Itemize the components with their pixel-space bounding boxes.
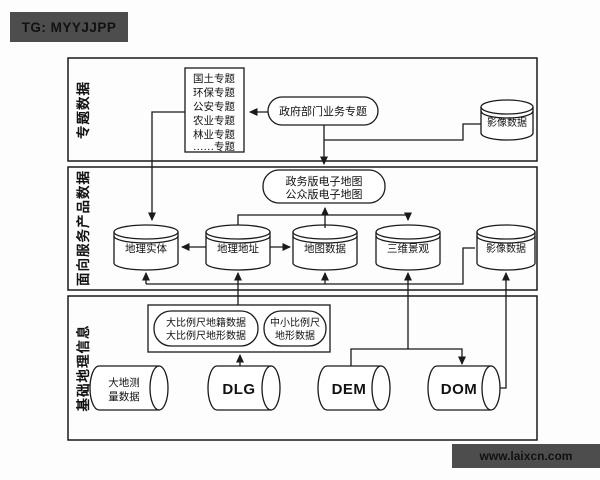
- basic-distribution-line: [146, 247, 475, 285]
- arrow-address-to-scene: [237, 212, 412, 225]
- large-scale-label: 大比例尺地籍数据大比例尺地形数据: [166, 316, 246, 342]
- imagery-db-top-label: 影像数据: [487, 116, 527, 129]
- topic-item: 林业专题: [193, 128, 235, 141]
- scene-db-cylinder: [375, 224, 441, 271]
- telegram-tag: TG: MYYJJPP: [10, 12, 128, 42]
- dom-db-cylinder: [427, 365, 501, 411]
- address-db-cylinder: [205, 224, 271, 271]
- imagery-db-mid-label: 影像数据: [486, 242, 526, 255]
- large-scale-data-box: [153, 310, 259, 347]
- mid-scale-label: 中小比例尺地形数据: [270, 316, 320, 342]
- thematic-section-box: [67, 57, 538, 162]
- entity-db-label: 地理实体: [125, 242, 167, 255]
- thematic-section-label: 专题数据: [75, 81, 91, 139]
- geodetic-db-cylinder: [89, 365, 169, 411]
- arrow-dom-to-imagery: [500, 272, 510, 389]
- arrow-dem-to-dom: [350, 348, 466, 366]
- dom-db-label: DOM: [441, 381, 478, 398]
- dlg-db-cylinder: [207, 365, 281, 411]
- emap-label: 政务版电子地图公众版电子地图: [286, 174, 363, 201]
- topic-list-box: [184, 67, 245, 153]
- dem-db-label: DEM: [332, 381, 367, 398]
- dlg-db-label: DLG: [222, 381, 255, 398]
- basic-geo-section-box: [67, 295, 538, 441]
- service-products-section-label: 面向服务产品数据: [75, 170, 91, 286]
- watermark-label: www.laixcn.com: [479, 449, 573, 463]
- geodetic-db-label: 大地测量数据: [108, 376, 140, 403]
- imagery-db-mid-cylinder: [476, 224, 536, 271]
- gov-business-box: [267, 96, 379, 126]
- topic-item: 环保专题: [193, 86, 235, 99]
- topic-item: 公安专题: [193, 100, 235, 113]
- telegram-tag-bg: [10, 12, 128, 42]
- map-db-cylinder: [292, 224, 358, 271]
- elbow-top-imagery: [324, 123, 481, 141]
- connector-lines: [142, 108, 510, 389]
- mid-scale-data-box: [263, 310, 327, 347]
- topic-item: 农业专题: [193, 114, 235, 127]
- basic-geo-section-label: 基础地理信息: [75, 325, 91, 412]
- address-db-label: 地理地址: [217, 242, 259, 255]
- arrow-topics-to-entity: [148, 111, 185, 221]
- imagery-db-top-cylinder: [480, 99, 534, 141]
- topic-item: 国土专题: [193, 72, 235, 85]
- topic-item: ……专题: [193, 140, 235, 153]
- gov-business-label: 政府部门业务专题: [279, 104, 367, 118]
- telegram-tag-label: TG: MYYJJPP: [22, 20, 117, 35]
- service-products-section-box: [67, 166, 538, 291]
- dem-db-cylinder: [317, 365, 391, 411]
- watermark-tag: www.laixcn.com: [452, 444, 600, 468]
- entity-db-cylinder: [113, 224, 179, 271]
- emap-box: [262, 169, 386, 204]
- scene-db-label: 三维景观: [387, 242, 429, 255]
- map-db-label: 地图数据: [304, 242, 346, 255]
- watermark-bg: [452, 444, 600, 468]
